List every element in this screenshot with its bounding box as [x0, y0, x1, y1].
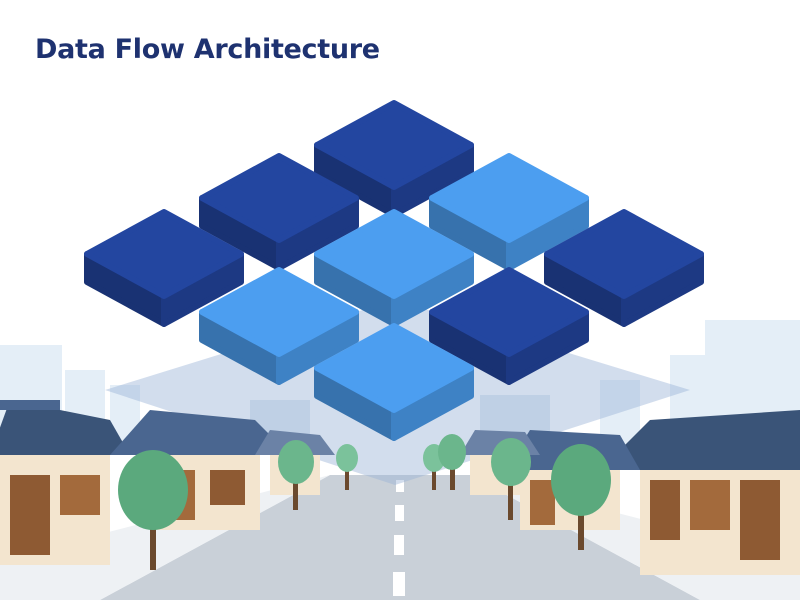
nodes: [84, 100, 704, 441]
trees: [118, 434, 611, 570]
tree: [491, 438, 531, 520]
node-top-face: [544, 209, 704, 299]
node-n5[interactable]: [314, 209, 474, 327]
node-n8[interactable]: [429, 267, 589, 385]
page-title: Data Flow Architecture: [35, 34, 380, 65]
node-n2[interactable]: [199, 153, 359, 271]
node-n3[interactable]: [429, 153, 589, 271]
node-top-face: [314, 209, 474, 299]
node-n6[interactable]: [544, 209, 704, 327]
node-top-face: [314, 323, 474, 413]
tree: [551, 444, 611, 550]
node-n9[interactable]: [314, 323, 474, 441]
tree: [118, 450, 188, 570]
tree: [278, 440, 314, 510]
node-top-face: [429, 153, 589, 243]
node-top-face: [199, 267, 359, 357]
node-n4[interactable]: [84, 209, 244, 327]
node-top-face: [199, 153, 359, 243]
node-top-face: [84, 209, 244, 299]
node-n1[interactable]: [314, 100, 474, 218]
tree: [438, 434, 466, 490]
node-n7[interactable]: [199, 267, 359, 385]
node-top-face: [429, 267, 589, 357]
node-top-face: [314, 100, 474, 190]
tree: [336, 444, 358, 490]
